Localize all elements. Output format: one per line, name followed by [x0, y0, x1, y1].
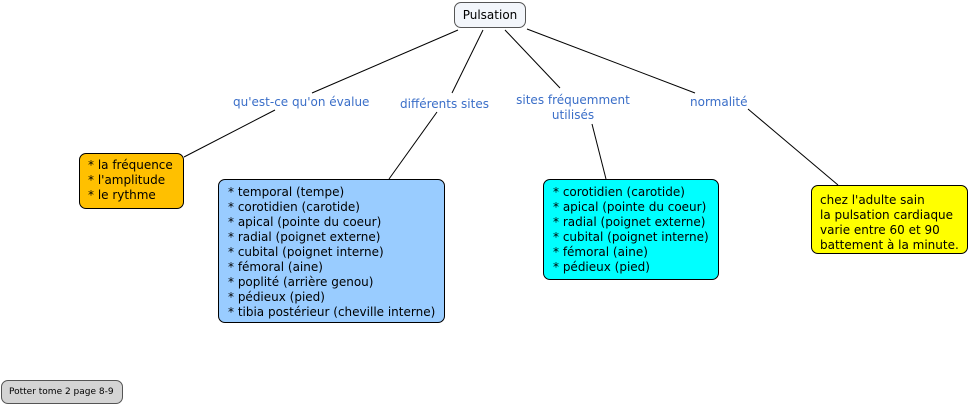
list-item: * poplité (arrière genou) [228, 275, 374, 289]
node-normality-text[interactable]: chez l'adulte sain la pulsation cardiaqu… [811, 185, 968, 254]
connector-root-branch-2 [451, 29, 484, 94]
text-line: la pulsation cardiaque [820, 208, 954, 222]
connector-branch-3-box [591, 123, 607, 180]
list-item: * cubital (poignet interne) [228, 245, 384, 259]
list-item: * corotidien (carotide) [553, 185, 685, 199]
list-item: * radial (poignet externe) [553, 215, 706, 229]
list-item: * fémoral (aine) [228, 260, 323, 274]
list-item: * la fréquence [88, 158, 173, 172]
list-item: * corotidien (carotide) [228, 200, 360, 214]
list-item: * radial (poignet externe) [228, 230, 381, 244]
list-item: * apical (pointe du coeur) [553, 200, 707, 214]
branch-label-line: utilisés [551, 108, 595, 122]
connector-root-branch-3 [504, 29, 561, 89]
list-item: * cubital (poignet interne) [553, 230, 709, 244]
list-item: * le rythme [88, 188, 156, 202]
text-line: chez l'adulte sain [820, 193, 925, 207]
connector-branch-4-box [747, 108, 839, 186]
list-item: * tibia postérieur (cheville interne) [228, 305, 436, 319]
node-sites-list[interactable]: * temporal (tempe) * corotidien (carotid… [218, 179, 445, 323]
list-item: * temporal (tempe) [228, 185, 345, 199]
connector-root-branch-4 [526, 28, 696, 94]
text-line: battement à la minute. [820, 238, 959, 252]
branch-label-line: sites fréquemment [516, 93, 630, 107]
node-frequent-sites-list[interactable]: * corotidien (carotide) * apical (pointe… [543, 179, 719, 280]
list-item: * fémoral (aine) [553, 245, 648, 259]
reference-text: Potter tome 2 page 8-9 [9, 387, 114, 397]
connector-branch-1-box [183, 109, 276, 158]
list-item: * pédieux (pied) [228, 290, 325, 304]
list-item: * apical (pointe du coeur) [228, 215, 382, 229]
list-item: * pédieux (pied) [553, 260, 650, 274]
list-item: * l'amplitude [88, 173, 166, 187]
branch-label-normality[interactable]: normalité [690, 95, 748, 109]
text-line: varie entre 60 et 90 [820, 223, 940, 237]
connector-branch-2-box [388, 111, 438, 180]
branch-label-evaluation[interactable]: qu'est-ce qu'on évalue [233, 95, 370, 109]
node-evaluation-items[interactable]: * la fréquence * l'amplitude * le rythme [79, 153, 184, 209]
branch-label-frequent-sites[interactable]: sites fréquemment utilisés [514, 93, 632, 123]
root-title: Pulsation [462, 8, 518, 22]
root-node-pulsation[interactable]: Pulsation [454, 2, 526, 28]
branch-label-sites[interactable]: différents sites [400, 97, 489, 111]
reference-note[interactable]: Potter tome 2 page 8-9 [1, 380, 123, 404]
connector-root-branch-1 [311, 29, 459, 94]
